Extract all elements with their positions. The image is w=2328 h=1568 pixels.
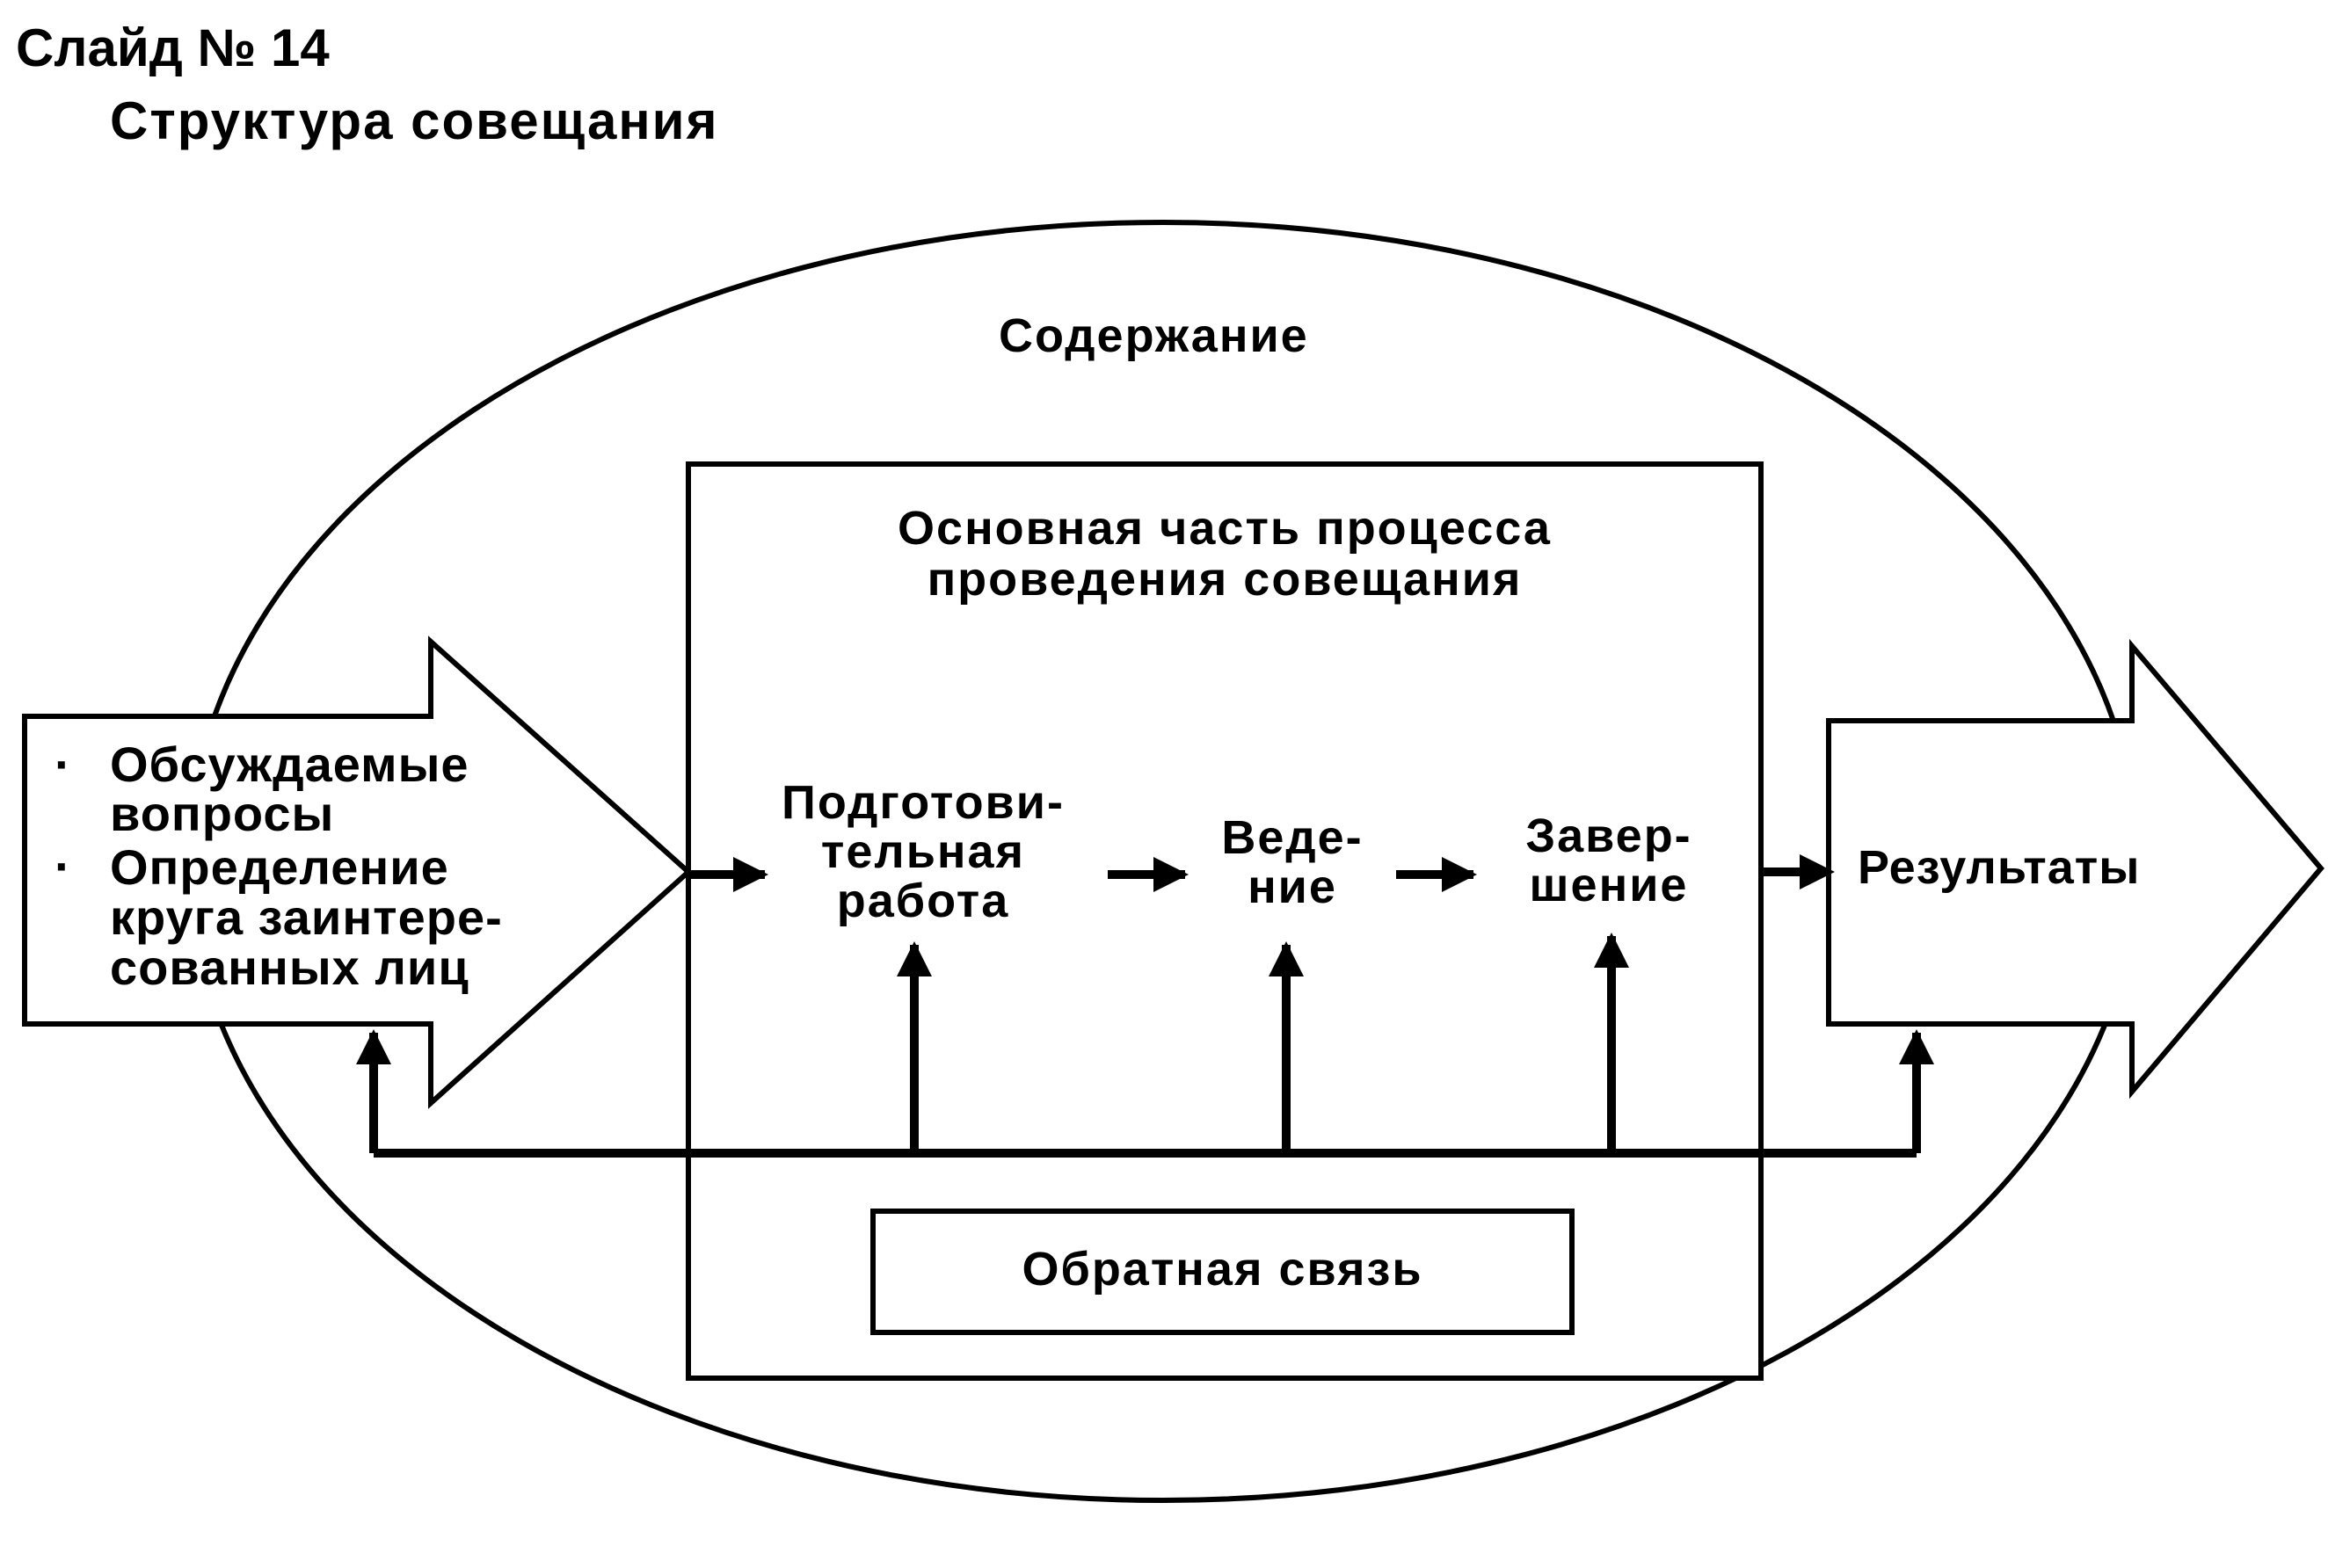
- stage-conduct: Веде- ние: [1196, 813, 1389, 911]
- stage-conduct-line2: ние: [1248, 860, 1337, 913]
- input-bullet-2: ·: [55, 838, 71, 894]
- stage-preparation: Подготови- тельная работа: [756, 778, 1090, 926]
- feedback-box: [870, 1209, 1575, 1335]
- stage-preparation-line3: работа: [836, 875, 1010, 927]
- stage-completion: Завер- шение: [1486, 811, 1732, 910]
- output-arrow-shape: [1826, 638, 2324, 1100]
- main-box-title-line2: проведения совещания: [927, 553, 1523, 606]
- stage-preparation-line2: тельная: [820, 825, 1026, 878]
- stage-conduct-line1: Веде-: [1221, 811, 1364, 864]
- stage-completion-line2: шение: [1529, 859, 1689, 911]
- results-label: Результаты: [1858, 841, 2141, 894]
- input-item-2-line1: Определение: [110, 839, 449, 895]
- input-item-2-line2: круга заинтере-: [110, 889, 503, 945]
- input-item-1: Обсуждаемые вопросы: [110, 740, 469, 838]
- main-box-title: Основная часть процесса проведения совещ…: [688, 503, 1761, 605]
- stage-preparation-line1: Подготови-: [782, 776, 1065, 829]
- input-bullet-1: ·: [55, 737, 71, 792]
- input-item-2-line3: сованных лиц: [110, 940, 469, 995]
- stage-completion-line1: Завер-: [1525, 809, 1692, 862]
- input-arrow-shape: [22, 635, 693, 1109]
- input-item-2: Определение круга заинтере- сованных лиц: [110, 842, 503, 992]
- slide-number: Слайд № 14: [16, 18, 330, 77]
- feedback-label: Обратная связь: [1022, 1243, 1423, 1296]
- main-box-title-line1: Основная часть процесса: [898, 502, 1552, 555]
- content-label: Содержание: [999, 309, 1309, 362]
- slide-title: Структура совещания: [110, 91, 719, 150]
- input-item-1-line2: вопросы: [110, 786, 335, 841]
- input-item-1-line1: Обсуждаемые: [110, 737, 469, 792]
